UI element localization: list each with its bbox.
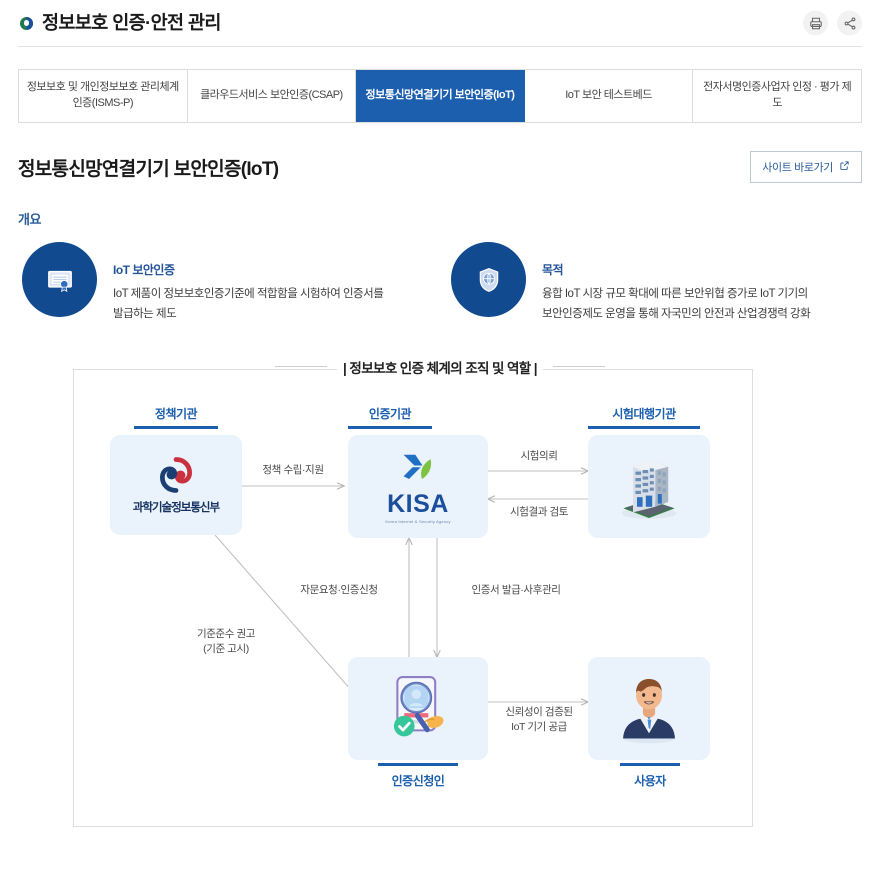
edge-label-policy-to-applicant: 기준준수 권고 (기준 고시) (166, 627, 286, 659)
print-icon[interactable] (803, 10, 828, 36)
external-link-icon (839, 160, 850, 174)
brand-ring-icon (20, 16, 33, 30)
msit-taegeuk-logo (159, 456, 192, 493)
person-avatar-icon (623, 679, 675, 744)
edge-label-line: 기준준수 권고 (196, 627, 256, 640)
tab-iot[interactable]: 정보통신망연결기기 보안인증(IoT) (356, 70, 525, 122)
node-label-cert-agency: 인증기관 (348, 405, 432, 429)
tab-bar: 정보보호 및 개인정보보호 관리체계 인증(ISMS-P) 클라우드서비스 보안… (18, 69, 862, 123)
tab-label: 전자서명인증사업자 인정 · 평가 제도 (703, 81, 852, 109)
tab-label: 정보보호 및 개인정보보호 관리체계 인증(ISMS-P) (26, 81, 179, 109)
shield-globe-icon (451, 242, 526, 317)
edge-label-applicant-to-user: 신뢰성이 검증된 IoT 기기 공급 (484, 705, 594, 737)
overview-item-iot-cert: IoT 보안인증 IoT 제품이 정보보호인증기준에 적합함을 시험하여 인증서… (14, 242, 451, 325)
edge-label-testlab-to-cert: 시험결과 검토 (509, 505, 569, 518)
overview-text: IoT 보안인증 IoT 제품이 정보보호인증기준에 적합함을 시험하여 인증서… (113, 242, 384, 325)
page-title: 정보통신망연결기기 보안인증(IoT) (18, 158, 279, 180)
overview-section-label: 개요 (18, 212, 41, 227)
edge-label-cert-to-applicant: 인증서 발급·사후관리 (471, 583, 561, 596)
page-title-row: 정보통신망연결기기 보안인증(IoT) 사이트 바로가기 (18, 151, 862, 183)
overview-desc-line: 보안인증제도 운영을 통해 자국민의 안전과 산업경쟁력 강화 (542, 307, 811, 320)
site-shortcut-label: 사이트 바로가기 (762, 162, 833, 174)
edge-label-line: IoT 기기 공급 (511, 721, 567, 734)
diagram-heading-rule-right (552, 366, 605, 368)
diagram-heading: | 정보보호 인증 체계의 조직 및 역할 | (18, 356, 862, 377)
diagram-heading-text: | 정보보호 인증 체계의 조직 및 역할 | (337, 356, 543, 377)
page-header: 정보보호 인증·안전 관리 (0, 0, 880, 46)
tab-isms-p[interactable]: 정보보호 및 개인정보보호 관리체계 인증(ISMS-P) (19, 70, 188, 122)
certificate-icon (22, 242, 97, 317)
overview-desc-line: 융합 IoT 시장 규모 확대에 따른 보안위협 증가로 IoT 기기의 (542, 288, 808, 300)
node-label-user: 사용자 (610, 763, 690, 789)
site-shortcut-button[interactable]: 사이트 바로가기 (750, 151, 862, 183)
overview-item-purpose: 목적 융합 IoT 시장 규모 확대에 따른 보안위협 증가로 IoT 기기의 … (451, 242, 866, 325)
id-verification-icon (393, 676, 444, 737)
header-title: 정보보호 인증·안전 관리 (42, 11, 221, 33)
org-role-diagram: | 정보보호 인증 체계의 조직 및 역할 | 정책기관 (18, 356, 862, 827)
node-caption-cert-agency-sub: Korea Internet & Security Agency (385, 519, 451, 525)
tab-iot-testbed[interactable]: IoT 보안 테스트베드 (524, 70, 694, 122)
edge-label-line: 신뢰성이 검증된 (505, 705, 573, 718)
diagram-heading-rule-left (275, 366, 328, 368)
node-policy-agency[interactable]: 과학기술정보통신부 (110, 434, 242, 535)
node-certification-agency[interactable]: KISA Korea Internet & Security Agency (348, 434, 488, 538)
tab-label: 정보통신망연결기기 보안인증(IoT) (365, 89, 515, 102)
node-label-applicant: 인증신청인 (366, 763, 470, 789)
tab-label: 클라우드서비스 보안인증(CSAP) (200, 89, 343, 102)
tab-csap[interactable]: 클라우드서비스 보안인증(CSAP) (187, 70, 357, 122)
node-applicant[interactable] (348, 656, 488, 760)
overview-title: IoT 보안인증 (113, 263, 175, 277)
node-test-agency[interactable] (588, 434, 710, 538)
building-icon (621, 461, 677, 519)
overview-desc-line: IoT 제품이 정보보호인증기준에 적합함을 시험하여 인증서를 (113, 288, 384, 300)
node-caption-cert-agency: KISA (387, 490, 449, 519)
header-divider (18, 46, 862, 47)
edge-label-policy-to-cert: 정책 수립·지원 (262, 463, 324, 476)
node-label-test-lab: 시험대행기관 (588, 405, 700, 429)
overview-desc-line: 발급하는 제도 (113, 307, 177, 320)
tab-label: IoT 보안 테스트베드 (565, 89, 652, 102)
node-caption-policy: 과학기술정보통신부 (132, 501, 220, 514)
overview-section: IoT 보안인증 IoT 제품이 정보보호인증기준에 적합함을 시험하여 인증서… (14, 242, 866, 325)
kisa-logo (403, 454, 432, 480)
edge-label-cert-to-testlab: 시험의뢰 (520, 449, 558, 462)
header-actions (803, 10, 862, 36)
overview-desc: 융합 IoT 시장 규모 확대에 따른 보안위협 증가로 IoT 기기의 보안인… (542, 285, 811, 325)
tab-esign[interactable]: 전자서명인증사업자 인정 · 평가 제도 (693, 70, 861, 122)
share-icon[interactable] (837, 10, 862, 36)
overview-title: 목적 (542, 263, 564, 277)
node-label-policy: 정책기관 (134, 405, 218, 429)
overview-text: 목적 융합 IoT 시장 규모 확대에 따른 보안위협 증가로 IoT 기기의 … (542, 242, 811, 325)
node-user[interactable] (588, 656, 710, 760)
edge-label-line: (기준 고시) (203, 643, 249, 656)
overview-desc: IoT 제품이 정보보호인증기준에 적합함을 시험하여 인증서를 발급하는 제도 (113, 285, 384, 325)
header-title-group: 정보보호 인증·안전 관리 (20, 11, 221, 33)
edge-label-applicant-to-cert: 자문요청·인증신청 (300, 583, 378, 596)
diagram-connectors (214, 357, 862, 827)
